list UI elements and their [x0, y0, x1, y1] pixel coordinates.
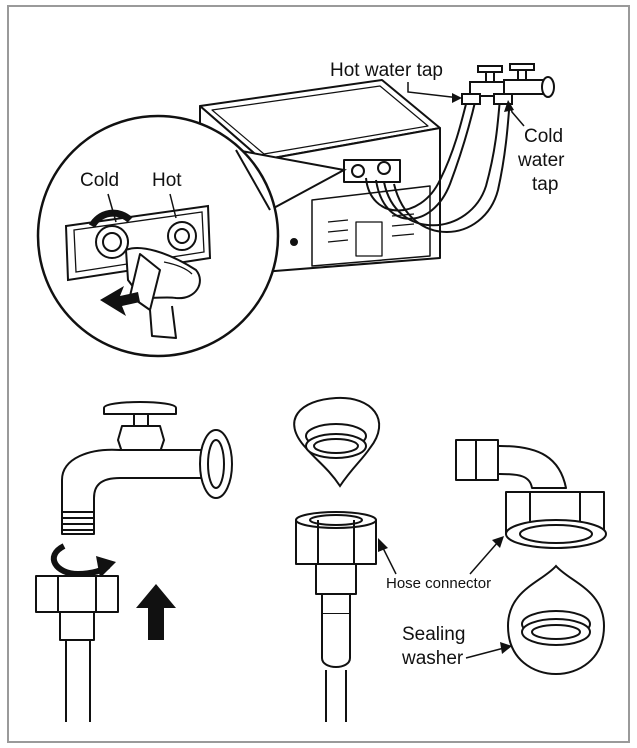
hot-water-tap-label: Hot water tap: [330, 60, 443, 81]
arrowhead-icon: [452, 93, 462, 103]
arrowhead-icon: [500, 642, 512, 654]
sealing-washer-label-2: washer: [401, 648, 464, 669]
washer-callout-top: [293, 396, 381, 488]
inset-hot-label: Hot: [152, 170, 182, 191]
cold-water-tap-label-1: Cold: [524, 126, 563, 147]
inset-cold-leader: [107, 193, 117, 223]
cold-water-tap-label-3: tap: [532, 174, 558, 195]
inset-arrow: [100, 286, 140, 316]
inset-cold-label: Cold: [80, 170, 119, 191]
arrowhead-icon: [378, 538, 388, 552]
hot-water-tap-leader: [407, 82, 461, 99]
cold-water-tap-label-2: water: [517, 150, 565, 171]
inset-hot-leader: [169, 193, 177, 219]
arrow-up-icon: [136, 584, 176, 640]
inlet-hoses: [365, 95, 511, 233]
rotate-arrow-icon: [50, 543, 116, 578]
elbow-hose-connector: [455, 439, 607, 549]
tap-assembly: [61, 401, 233, 535]
hose-connector-leader-right: [469, 541, 499, 575]
arrowhead-icon: [504, 100, 514, 112]
straight-hose-connector: [295, 511, 377, 722]
wall-taps: [461, 63, 555, 105]
sealing-washer-leader: [465, 647, 505, 659]
sealing-washer-label-1: Sealing: [402, 624, 465, 645]
arrow-up-right-icon: [100, 286, 140, 316]
hose-connector-leader-left: [381, 545, 397, 575]
tap-hose-connector: [35, 575, 119, 722]
washer-callout-bottom: [506, 564, 606, 676]
arrowhead-icon: [492, 536, 504, 548]
hose-connector-label: Hose connector: [386, 575, 491, 592]
